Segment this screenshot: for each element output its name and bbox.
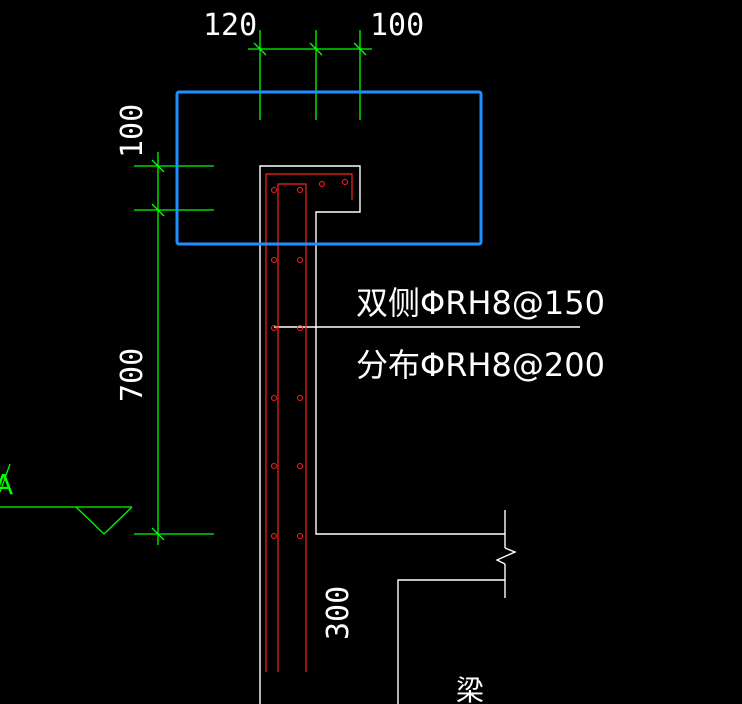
left-tick-2 — [151, 203, 165, 217]
rebar-dot — [319, 181, 325, 187]
dimension-text-top-left: 120 — [203, 8, 257, 43]
rebar-dot — [297, 533, 303, 539]
rebar-dot — [271, 325, 277, 331]
dimension-text-left-upper: 100 — [115, 104, 150, 158]
rebar — [265, 173, 353, 672]
rebar-inner-stirrup — [277, 183, 307, 672]
left-tick-3 — [151, 527, 165, 541]
wall-left-outline — [259, 165, 505, 704]
rebar-dot — [297, 395, 303, 401]
rebar-annotation-distribution: 分布ΦRH8@200 — [356, 346, 605, 384]
rebar-dots — [271, 179, 348, 539]
dimension-text-bottom-wall: 300 — [321, 586, 356, 640]
rebar-dot — [271, 533, 277, 539]
rebar-dot — [271, 187, 277, 193]
dimension-lines — [0, 30, 372, 545]
beam-outline — [397, 579, 505, 704]
elevation-triangle — [75, 506, 133, 535]
rebar-dot — [297, 463, 303, 469]
rebar-dot — [297, 257, 303, 263]
rebar-outer-stirrup — [265, 173, 353, 672]
rebar-annotation-both-sides: 双侧ΦRH8@150 — [356, 284, 605, 322]
top-tick-2 — [309, 42, 323, 56]
dimension-text-left-main: 700 — [115, 348, 150, 402]
selection-highlight-box[interactable] — [175, 90, 483, 246]
top-tick-1 — [253, 42, 267, 56]
rebar-dot — [271, 257, 277, 263]
beam-label: 梁 — [456, 674, 484, 704]
beam-break-symbol — [495, 547, 517, 565]
top-tick-3 — [353, 42, 367, 56]
structure-outline — [259, 165, 580, 704]
rebar-dot — [271, 463, 277, 469]
rebar-dot — [271, 395, 277, 401]
elevation-marker-label: A — [0, 468, 13, 501]
rebar-dot — [342, 179, 348, 185]
rebar-dot — [297, 187, 303, 193]
rebar-dot — [297, 325, 303, 331]
elevation-marker-stroke — [0, 463, 11, 493]
left-tick-1 — [151, 159, 165, 173]
dimension-text-top-right: 100 — [370, 8, 424, 43]
